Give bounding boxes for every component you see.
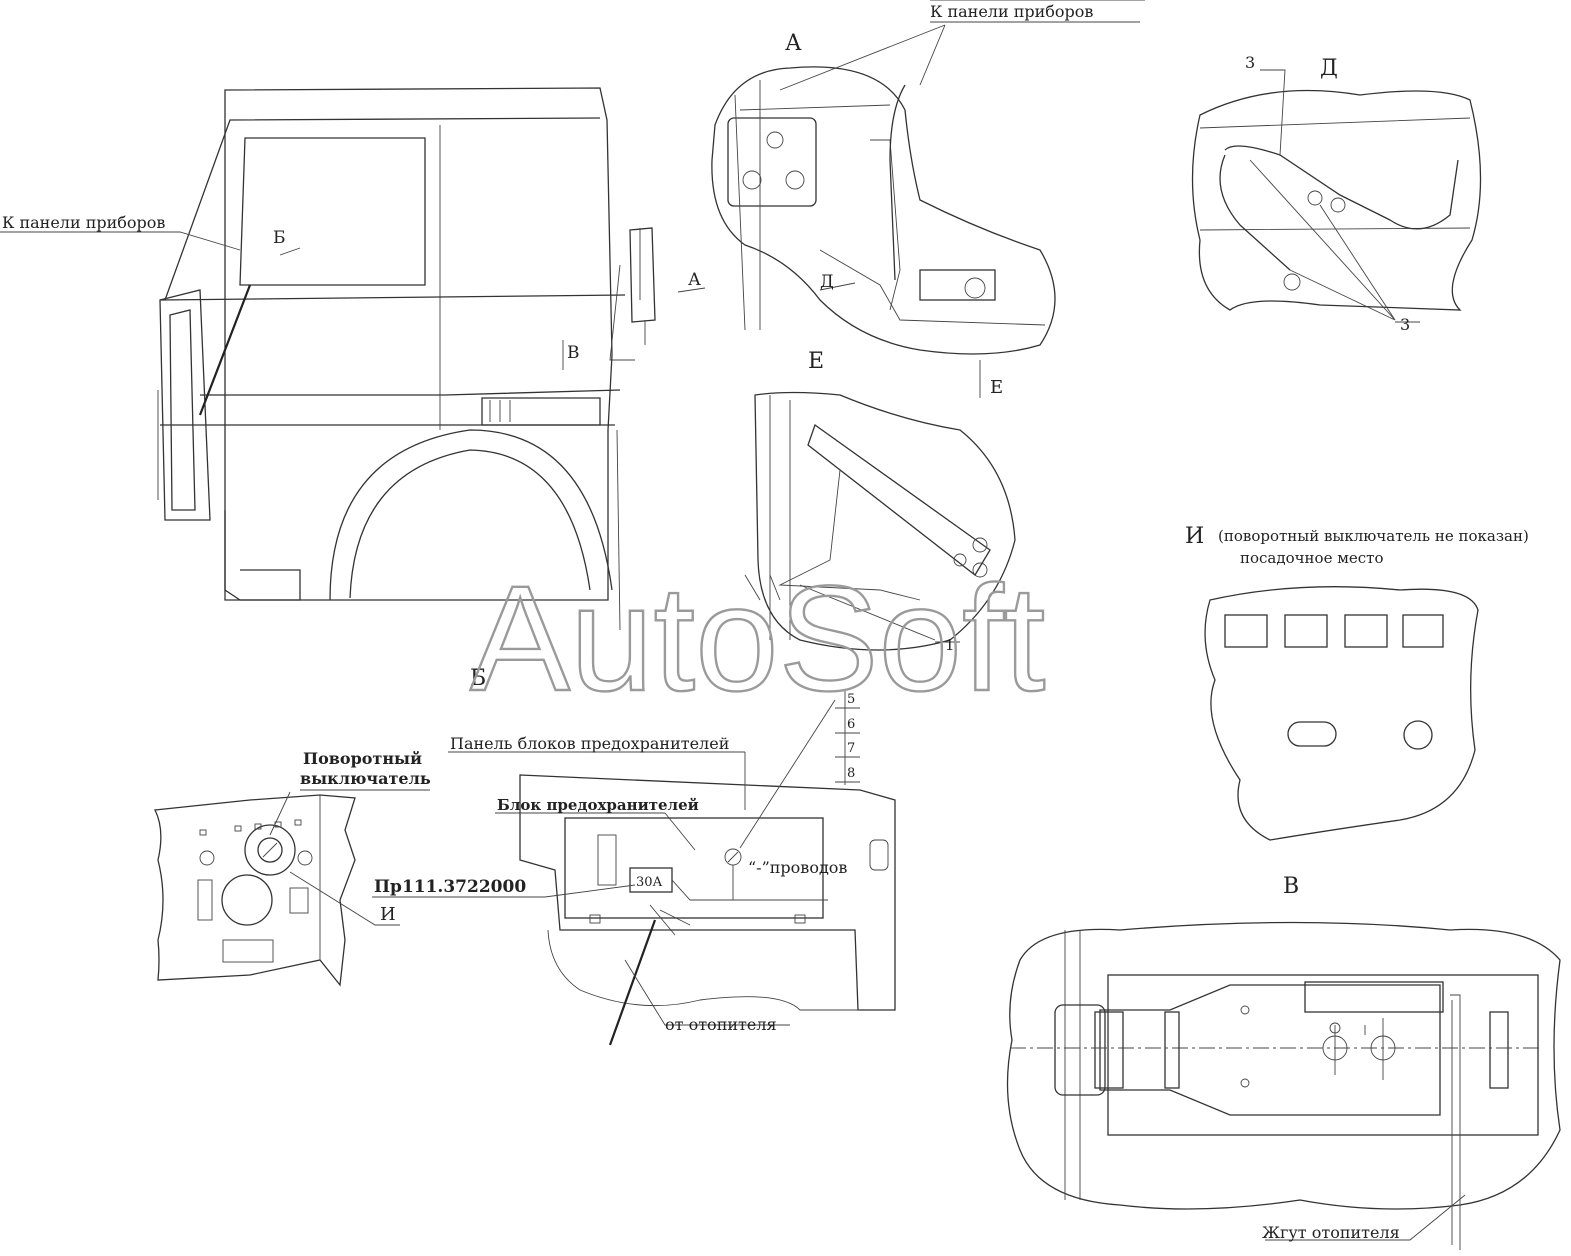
label-provodov: “-”проводов (748, 858, 847, 877)
label-fuse-30a: 30А (636, 875, 663, 890)
label-posadochnoe: посадочное место (1240, 549, 1384, 567)
truck-cab (0, 87, 706, 631)
view-a-detail (711, 0, 1145, 398)
view-title-d: Д (1320, 56, 1338, 81)
view-d-detail (1191, 69, 1482, 323)
label-i-caption: (поворотный выключатель не показан) (1218, 527, 1529, 545)
arrow-label-b: Б (273, 228, 286, 248)
callout-3-bottom: 3 (1400, 315, 1410, 334)
callout-7: 7 (847, 741, 855, 756)
view-title-e: Е (808, 349, 824, 374)
label-k-paneli-left: К панели приборов (2, 213, 165, 232)
callout-i: И (380, 904, 396, 925)
arrow-label-d: Д (820, 272, 834, 292)
view-title-i: И (1185, 524, 1204, 549)
arrow-label-v: В (567, 343, 580, 363)
label-ot-otopitelya: от отопителя (665, 1015, 777, 1034)
label-povorotny-2: выключатель (300, 769, 431, 788)
callout-6: 6 (847, 717, 855, 732)
label-blok-predohr: Блок предохранителей (497, 796, 699, 814)
callout-8: 8 (847, 766, 855, 781)
fuse-panel (372, 690, 896, 1046)
label-k-paneli-top: К панели приборов (930, 2, 1093, 21)
callout-1: 1 (945, 636, 955, 654)
arrow-label-e: Е (990, 377, 1003, 398)
arrow-label-a: А (688, 270, 701, 290)
label-pr111: Пр111.3722000 (374, 877, 526, 897)
label-zhgut: Жгут отопителя (1262, 1223, 1400, 1242)
callout-3-top: 3 (1245, 53, 1255, 72)
view-e-detail (744, 391, 1016, 651)
label-povorotny-1: Поворотный (303, 749, 422, 768)
dashboard-panel (153, 791, 400, 987)
view-i-detail (1204, 586, 1479, 841)
view-title-v: В (1283, 874, 1299, 899)
watermark: AutoSoft (470, 554, 1045, 722)
callout-5: 5 (847, 692, 855, 707)
view-v-heater (1006, 921, 1561, 1250)
view-title-a: А (785, 31, 802, 56)
label-panel-blokov: Панель блоков предохранителей (450, 734, 729, 753)
view-title-b: Б (470, 666, 486, 691)
